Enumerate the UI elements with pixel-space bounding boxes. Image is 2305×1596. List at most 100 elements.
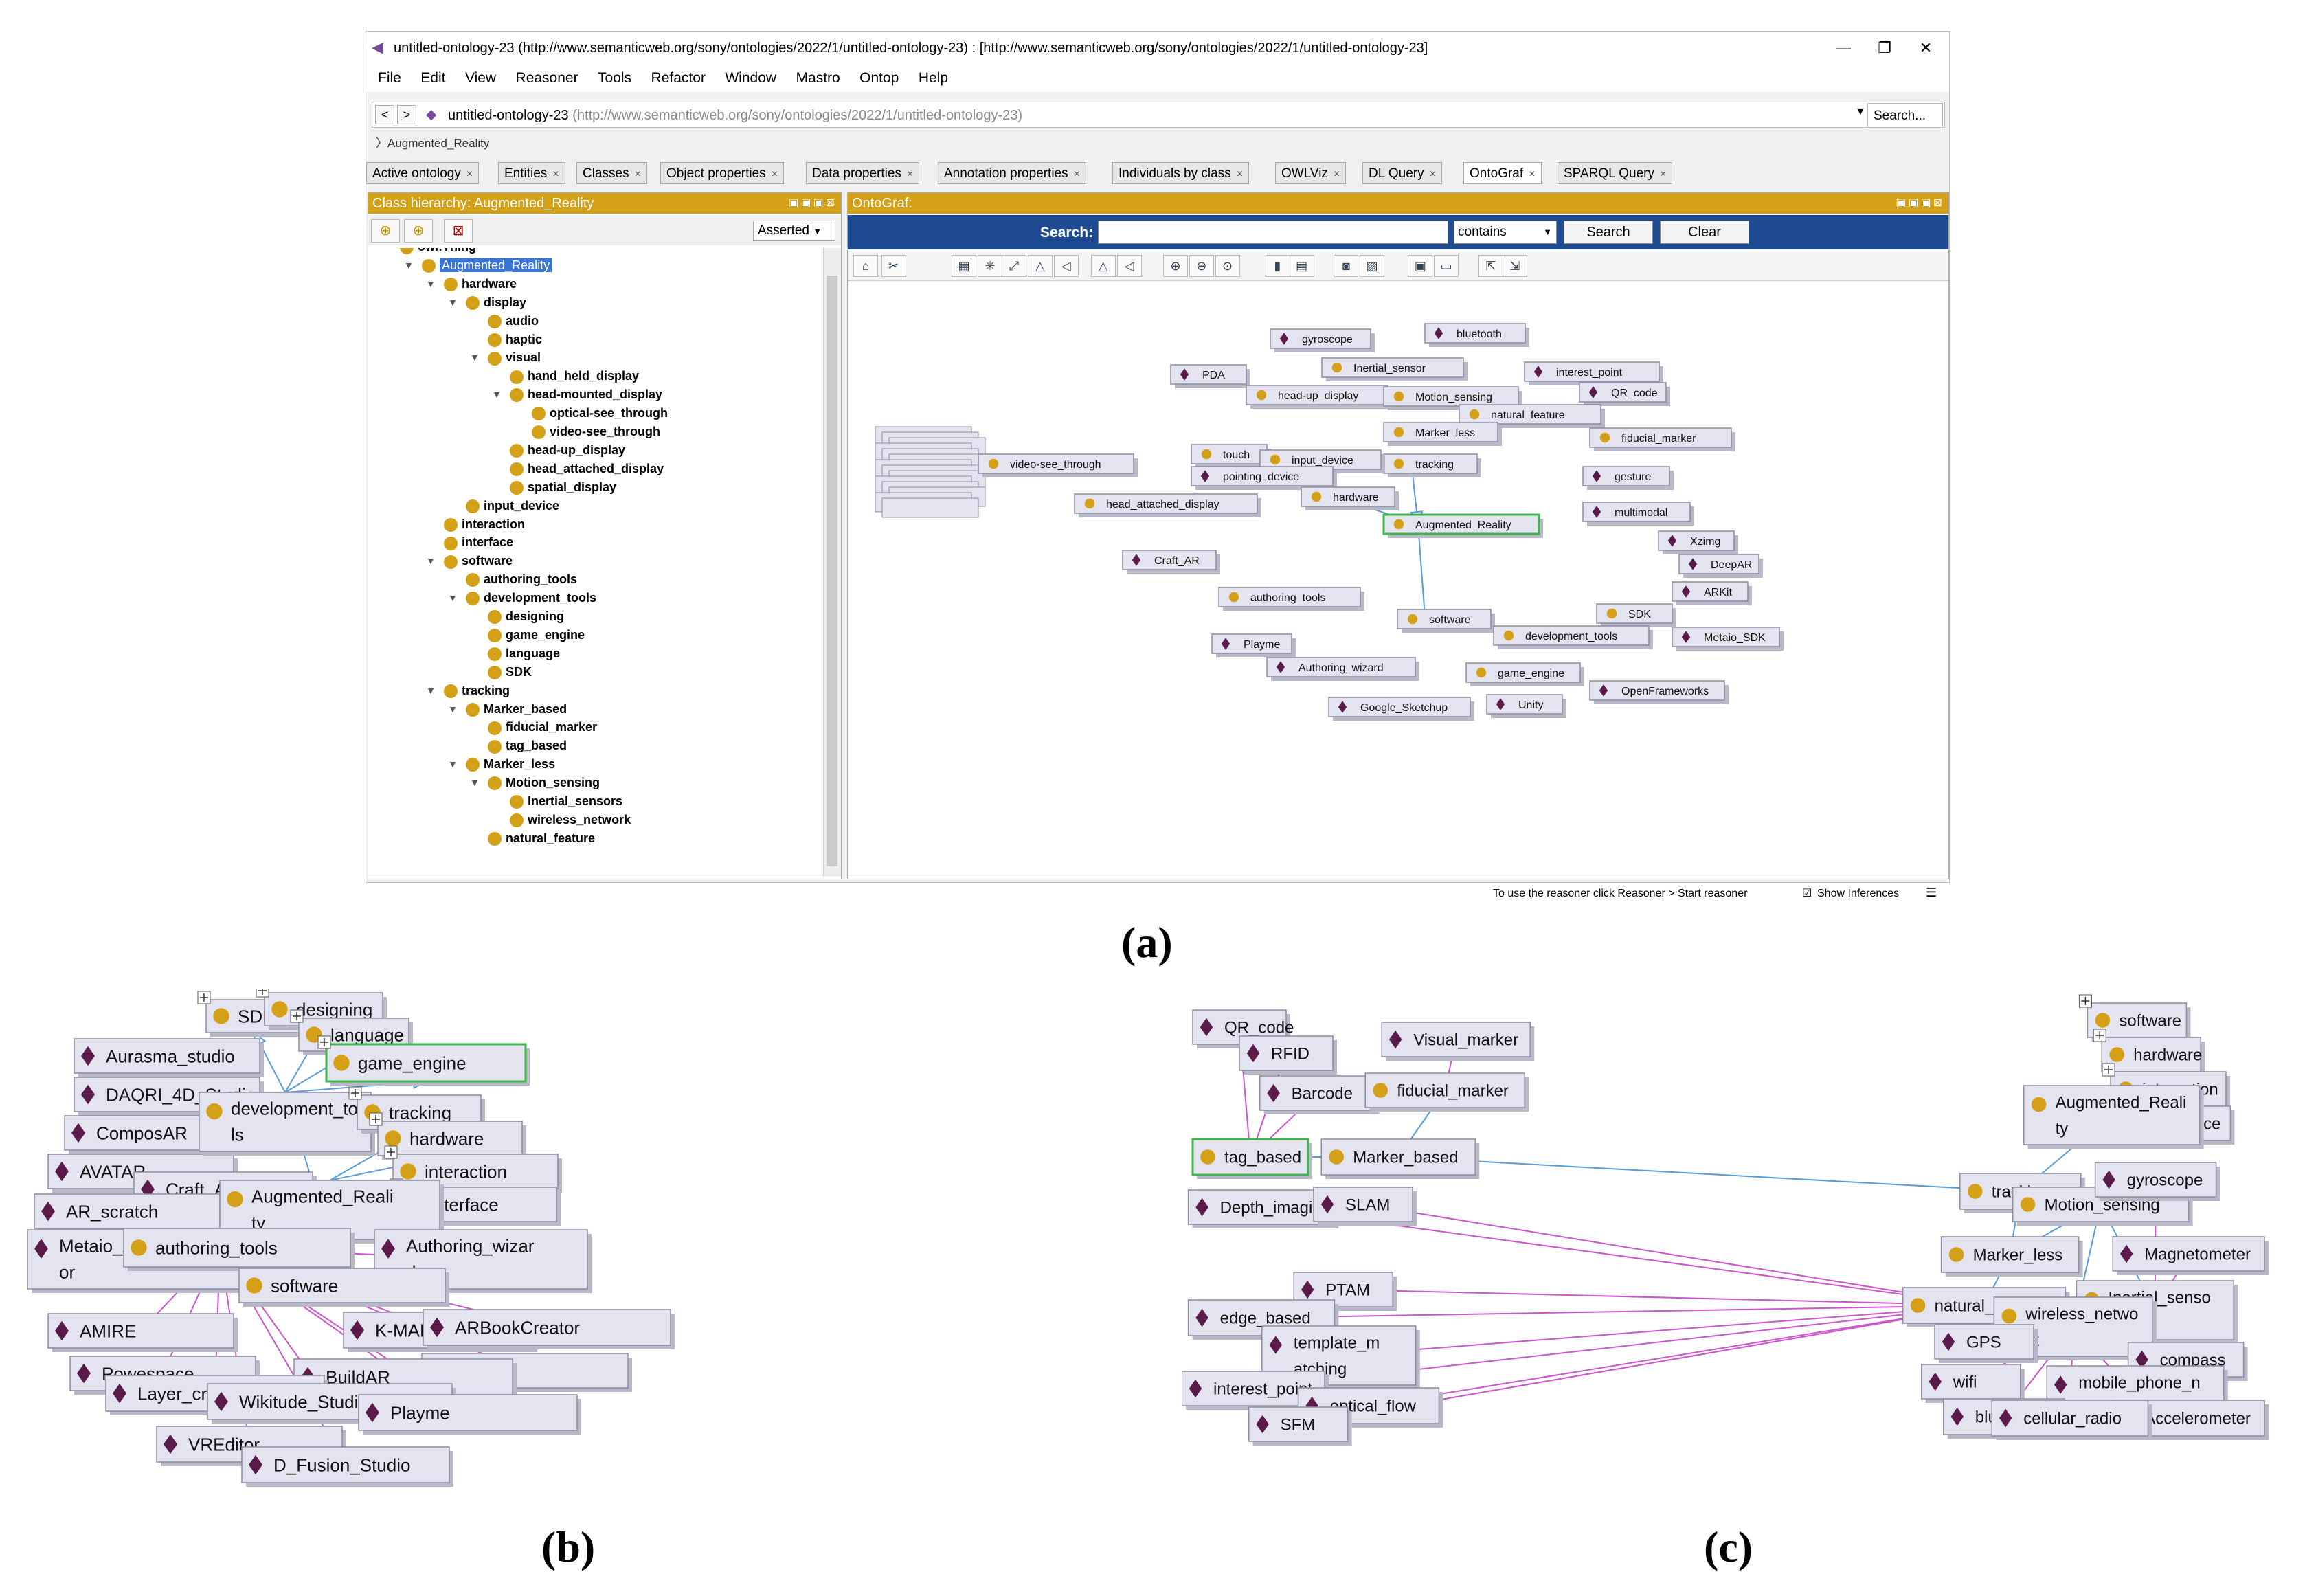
graph-node-gps[interactable]: GPS [1934, 1324, 2038, 1363]
tab-close-icon[interactable]: × [1333, 168, 1340, 180]
save-icon[interactable]: ▣ [1408, 255, 1433, 277]
horizontal-tree-icon[interactable]: ◁ [1053, 255, 1079, 277]
graph-node-software[interactable]: software [238, 1268, 449, 1307]
menu-ontop[interactable]: Ontop [859, 70, 899, 86]
graph-node-playme[interactable]: Playme [1211, 633, 1296, 657]
tree-layout-icon[interactable]: △ [1027, 255, 1053, 277]
tree-node-augmented-reality[interactable]: ▼Augmented_Reality [404, 257, 552, 273]
expand-toggle-icon[interactable]: ▼ [470, 352, 480, 363]
export-image-icon[interactable]: ▨ [1360, 255, 1385, 277]
expand-toggle-icon[interactable]: ▼ [470, 777, 480, 789]
graph-node-xzimg[interactable]: Xzimg [1658, 530, 1738, 554]
menu-lines-icon[interactable]: ☰ [1926, 886, 1937, 899]
graph-node-rfid[interactable]: RFID [1239, 1035, 1337, 1075]
tree-node-video-see-through[interactable]: video-see_through [532, 423, 660, 440]
graph-node-authoring-wizard[interactable]: Authoring_wizard [1266, 657, 1419, 681]
panel-controls-icon[interactable]: ▣▣▣⊠ [1896, 197, 1944, 209]
graph-node-google-sketchup[interactable]: Google_Sketchup [1328, 697, 1474, 721]
graph-node-cellular-radio[interactable]: cellular_radio [1991, 1400, 2152, 1440]
graph-node-gesture[interactable]: gesture [1582, 466, 1674, 490]
menu-mastro[interactable]: Mastro [796, 70, 840, 86]
graph-node-multimodal[interactable]: multimodal [1582, 502, 1694, 526]
graph-node-d-fusion-studio[interactable]: D_Fusion_Studio [241, 1446, 453, 1487]
graph-node-touch[interactable]: touch [1191, 444, 1271, 468]
expand-toggle-icon[interactable]: ▼ [426, 684, 436, 696]
tree-node-tag-based[interactable]: tag_based [488, 737, 567, 754]
graph-node-marker-based[interactable]: Marker_based [1320, 1138, 1480, 1179]
graph-node-tag-based[interactable]: tag_based [1191, 1138, 1312, 1179]
graph-node-head-up-display[interactable]: head-up_display [1246, 385, 1392, 409]
hierarchy-mode-select[interactable]: Asserted ▼ [753, 221, 835, 241]
expand-toggle-icon[interactable]: ▼ [404, 259, 414, 271]
tree-node-optical-see-through[interactable]: optical-see_through [532, 405, 668, 421]
graph-node-hardware[interactable]: hardware [1301, 486, 1399, 510]
tree-node-designing[interactable]: designing [488, 608, 564, 625]
tree-node-audio[interactable]: audio [488, 313, 539, 329]
add-subclass-icon[interactable]: ⊕ [371, 219, 400, 243]
expand-toggle-icon[interactable]: ▼ [492, 389, 502, 401]
spring-layout-icon[interactable]: ⤢ [1002, 255, 1027, 277]
graph-node-ar-scratch[interactable]: AR_scratch [34, 1193, 224, 1233]
graph-node-qr-code[interactable]: QR_code [1579, 382, 1670, 406]
back-button[interactable]: < [375, 105, 394, 124]
scrollbar-thumb[interactable] [827, 276, 837, 866]
menu-edit[interactable]: Edit [420, 70, 446, 86]
graph-node-gyroscope[interactable]: gyroscope [2094, 1162, 2220, 1201]
graph-node-visual-marker[interactable]: Visual_marker [1381, 1022, 1535, 1061]
graph-node-slam[interactable]: SLAM [1313, 1187, 1417, 1226]
restore-button[interactable]: ❐ [1878, 39, 1891, 56]
tree-node-head-attached-display[interactable]: head_attached_display [510, 460, 664, 477]
tree-node-interaction[interactable]: interaction [444, 516, 525, 532]
tree-node-tracking[interactable]: ▼tracking [426, 682, 510, 699]
tab-active-ontology[interactable]: Active ontology× [366, 162, 480, 184]
forward-button[interactable]: > [397, 105, 416, 124]
graph-node-pointing-device[interactable]: pointing_device [1191, 466, 1337, 490]
ontograf-search-input[interactable] [1098, 221, 1448, 244]
match-mode-select[interactable]: contains▼ [1454, 221, 1557, 244]
graph-node-wifi[interactable]: wifi [1921, 1364, 2025, 1403]
graph-node-fiducial-marker[interactable]: fiducial_marker [1364, 1072, 1529, 1112]
menu-reasoner[interactable]: Reasoner [515, 70, 578, 86]
tree-node-game-engine[interactable]: game_engine [488, 627, 585, 643]
tree-node-head-up-display[interactable]: head-up_display [510, 442, 625, 458]
tree-node-interface[interactable]: interface [444, 534, 513, 550]
tab-close-icon[interactable]: × [1529, 168, 1536, 180]
tab-close-icon[interactable]: × [1429, 168, 1436, 180]
graph-node-authoring-tools[interactable]: authoring_tools [123, 1228, 355, 1271]
search-button[interactable]: Search [1564, 221, 1653, 244]
graph-node-depth-imaging[interactable]: Depth_imaging [1187, 1189, 1339, 1228]
tab-close-icon[interactable]: × [1236, 168, 1244, 180]
expand-toggle-icon[interactable]: ▼ [448, 703, 458, 715]
tree-node-visual[interactable]: ▼visual [470, 349, 541, 366]
tab-close-icon[interactable]: × [552, 168, 559, 180]
camera-icon[interactable]: ◙ [1334, 255, 1359, 277]
graph-node-authoring-tools[interactable]: authoring_tools [1218, 587, 1364, 611]
tree-node-marker-based[interactable]: ▼Marker_based [448, 701, 567, 717]
graph-node-game-engine[interactable]: game_engine [1465, 662, 1584, 686]
tab-close-icon[interactable]: × [771, 168, 778, 180]
filter-arcs-icon[interactable]: ▮ [1265, 255, 1290, 277]
expand-toggle-icon[interactable]: ▼ [426, 555, 436, 567]
tree-node-software[interactable]: ▼software [426, 552, 513, 569]
graph-node-hardware[interactable]: hardware [2093, 1029, 2205, 1076]
graph-node-buildar[interactable]: BuildAR [293, 1358, 517, 1399]
graph-node-authoring-wizard[interactable]: Authoring_wizard [374, 1229, 592, 1293]
graph-node-fiducial-marker[interactable]: fiducial_marker [1589, 427, 1735, 451]
tab-ontograf[interactable]: OntoGraf× [1463, 162, 1542, 184]
graph-node-barcode[interactable]: Barcode [1259, 1075, 1380, 1114]
expand-toggle-icon[interactable]: ▼ [448, 758, 458, 770]
tree-node-development-tools[interactable]: ▼development_tools [448, 589, 596, 606]
graph-node-aurasma-studio[interactable]: Aurasma_studio [74, 1038, 264, 1077]
tab-close-icon[interactable]: × [1073, 168, 1080, 180]
expand-toggle-icon[interactable]: ▼ [426, 278, 436, 289]
graph-node-arkit[interactable]: ARKit [1672, 581, 1752, 605]
delete-class-icon[interactable]: ⊠ [444, 219, 473, 243]
tree-node-hardware[interactable]: ▼hardware [426, 276, 517, 292]
zoom-in-icon[interactable]: ⊕ [1163, 255, 1188, 277]
graph-node-sdk[interactable]: SDK [1596, 603, 1676, 627]
export-icon[interactable]: ⇱ [1478, 255, 1503, 277]
share-icon[interactable]: ⇲ [1503, 255, 1528, 277]
